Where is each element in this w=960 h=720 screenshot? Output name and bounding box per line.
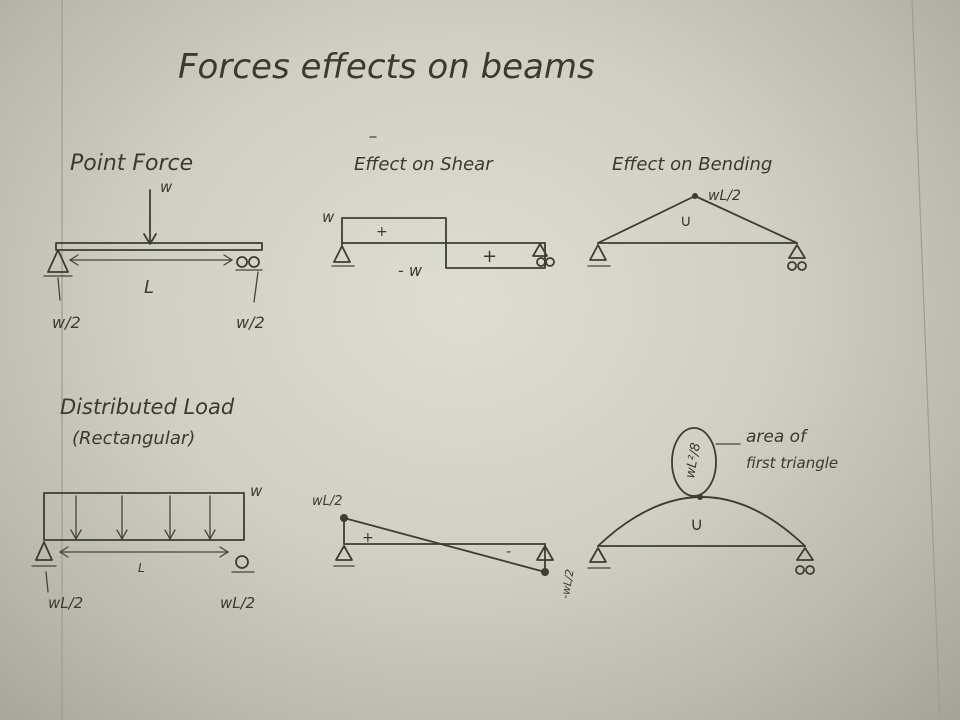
shear-positive-sign-lower: +: [482, 246, 497, 267]
roller-support-right: [236, 256, 248, 268]
point-force-heading: Point Force: [70, 151, 193, 176]
distributed-pin-support: [35, 541, 53, 561]
distributed-shear-negative: -: [506, 544, 511, 560]
distributed-right-reaction: wL/2: [220, 594, 255, 612]
distributed-load-arrows: [70, 495, 216, 541]
annotation-note-line1: area of: [746, 427, 809, 447]
distributed-span-label: L: [138, 561, 145, 575]
bending-moment-triangle: [597, 195, 798, 244]
bending-curvature-mark: ∪: [680, 211, 692, 230]
shear-positive-sign-upper: +: [376, 224, 388, 240]
distributed-bending-curvature: ∪: [690, 514, 703, 535]
point-force-beam: [55, 242, 263, 251]
distributed-bending-peak-label: wL²/8: [683, 442, 704, 480]
distributed-bending-pin: [589, 547, 607, 563]
distributed-bending-diagram: wL²/8 area of first triangle ∪: [587, 427, 838, 575]
distributed-load-diagram: Distributed Load (Rectangular) w L: [31, 395, 263, 612]
distributed-bending-roller: [796, 547, 814, 561]
span-label: L: [144, 277, 154, 298]
distributed-roller-support: [235, 555, 249, 569]
distributed-load-block: [43, 492, 245, 541]
distributed-left-reaction: wL/2: [48, 594, 83, 612]
shear-negative-label: - w: [398, 261, 423, 280]
distributed-shear-positive: +: [362, 530, 374, 546]
distributed-shear-diagram: wL/2 + - -wL/2: [312, 494, 577, 600]
bending-diagram: Effect on Bending wL/2 ∪: [587, 154, 807, 271]
bending-heading: Effect on Bending: [612, 154, 772, 175]
shear-roller-support: [536, 257, 546, 267]
distributed-shear-pin: [335, 545, 353, 561]
distributed-shear-line: [343, 517, 546, 573]
pin-support-left: [47, 249, 69, 273]
distributed-shear-left-label: wL/2: [312, 494, 343, 509]
shear-pin-support: [333, 245, 351, 263]
distributed-shear-right-label: -wL/2: [559, 568, 577, 600]
distributed-load-heading: Distributed Load: [60, 395, 235, 419]
point-load-arrowhead: [143, 233, 157, 245]
bending-roller-support: [788, 244, 806, 259]
distributed-load-label: w: [250, 482, 263, 500]
distributed-load-subheading: (Rectangular): [72, 428, 195, 449]
bending-pin-support: [589, 244, 607, 261]
shear-diagram: Effect on Shear w + + - w: [322, 136, 555, 280]
right-margin-line: [911, 0, 941, 720]
distributed-shear-roller: [536, 545, 554, 561]
point-load-label: w: [160, 178, 173, 196]
peak-annotation-ellipse: [671, 427, 717, 497]
point-force-diagram: Point Force w L w/2 w/2: [43, 151, 265, 332]
left-reaction-label: w/2: [52, 313, 81, 332]
page-title: Forces effects on beams: [178, 47, 595, 87]
shear-heading: Effect on Shear: [354, 154, 494, 175]
right-reaction-label: w/2: [236, 313, 265, 332]
bending-peak-label: wL/2: [708, 188, 741, 204]
shear-left-label: w: [322, 208, 335, 226]
annotation-note-line2: first triangle: [746, 454, 838, 472]
